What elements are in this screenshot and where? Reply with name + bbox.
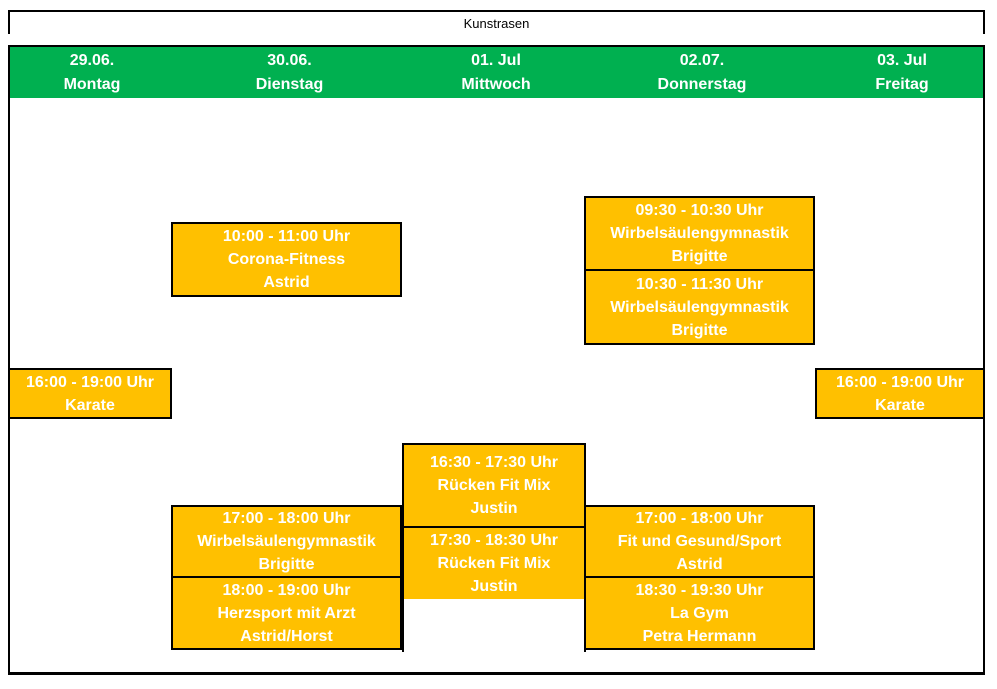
event-time: 10:30 - 11:30 Uhr xyxy=(635,275,764,293)
event-name: Rücken Fit Mix xyxy=(437,477,551,494)
event-name: Corona-Fitness xyxy=(227,251,346,268)
event-time: 16:00 - 19:00 Uhr xyxy=(835,373,965,391)
event-instructor: Justin xyxy=(470,578,518,595)
header-date: 01. Jul xyxy=(471,51,521,69)
event-instructor: Brigitte xyxy=(671,248,728,265)
header-cell-montag[interactable]: 29.06. Montag xyxy=(10,47,174,98)
event-name: Fit und Gesund/Sport xyxy=(617,533,782,550)
event-name: Rücken Fit Mix xyxy=(437,555,551,572)
event-name: La Gym xyxy=(670,604,729,622)
event-time: 10:00 - 11:00 Uhr xyxy=(222,228,351,245)
event-time: 17:00 - 18:00 Uhr xyxy=(222,510,351,527)
event-instructor: Justin xyxy=(470,500,518,517)
event-name: Wirbelsäulengymnastik xyxy=(610,225,789,242)
header-date: 02.07. xyxy=(679,51,725,69)
event-time: 17:00 - 18:00 Uhr xyxy=(635,510,764,527)
event-time: 18:00 - 19:00 Uhr xyxy=(222,581,351,599)
header-day: Dienstag xyxy=(255,75,324,93)
header-cell-dienstag[interactable]: 30.06. Dienstag xyxy=(174,47,405,98)
header-day: Montag xyxy=(63,75,121,93)
event-instructor: Brigitte xyxy=(671,321,728,339)
event-name: Wirbelsäulengymnastik xyxy=(610,298,789,316)
event-name: Wirbelsäulengymnastik xyxy=(197,533,376,550)
empty-schedule-cell[interactable] xyxy=(402,599,586,652)
header-cell-donnerstag[interactable]: 02.07. Donnerstag xyxy=(587,47,817,98)
header-date: 29.06. xyxy=(69,51,115,69)
event-name: Karate xyxy=(875,396,925,414)
event-name: Karate xyxy=(65,396,115,414)
header-date: 03. Jul xyxy=(877,51,927,69)
header-date: 30.06. xyxy=(267,51,312,69)
event-time: 16:00 - 19:00 Uhr xyxy=(25,373,155,391)
header-day: Freitag xyxy=(875,75,929,93)
title-text: Kunstrasen xyxy=(463,15,530,31)
title-cell[interactable]: Kunstrasen xyxy=(8,10,985,34)
event-instructor: Brigitte xyxy=(258,556,315,573)
header-day: Mittwoch xyxy=(461,75,531,93)
event-time: 17:30 - 18:30 Uhr xyxy=(429,532,559,549)
event-instructor: Astrid xyxy=(676,556,723,573)
event-time: 16:30 - 17:30 Uhr xyxy=(429,454,559,471)
event-instructor: Astrid xyxy=(263,274,310,291)
event-time: 18:30 - 19:30 Uhr xyxy=(635,581,764,599)
event-time: 09:30 - 10:30 Uhr xyxy=(635,202,764,219)
event-instructor: Petra Hermann xyxy=(642,627,757,645)
header-day: Donnerstag xyxy=(657,75,747,93)
event-name: Herzsport mit Arzt xyxy=(217,604,356,622)
event-instructor: Astrid/Horst xyxy=(240,627,333,645)
